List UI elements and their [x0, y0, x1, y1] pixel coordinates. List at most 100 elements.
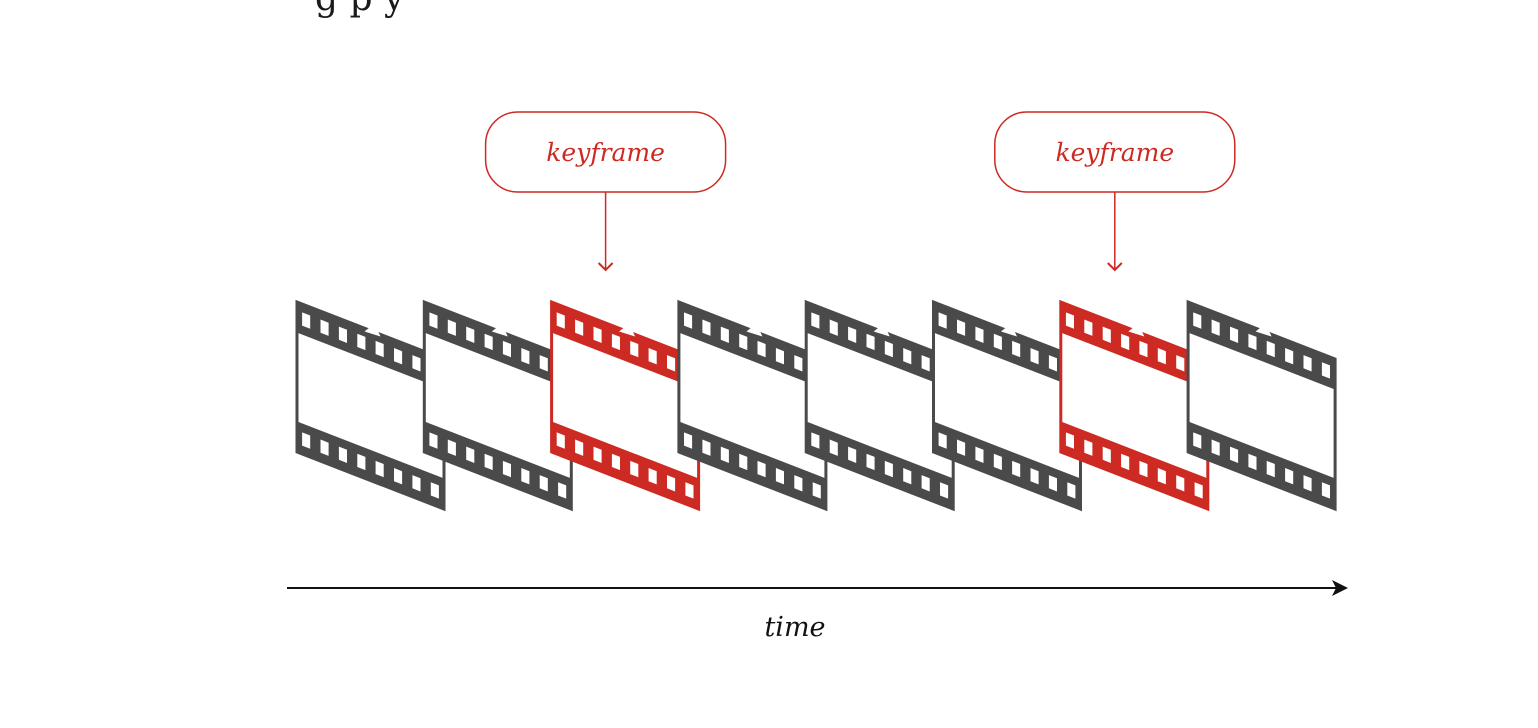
- sprocket-hole: [521, 468, 530, 485]
- keyframe-film-frame: [550, 299, 701, 512]
- sprocket-hole: [884, 460, 893, 478]
- sprocket-hole: [1065, 432, 1074, 449]
- sprocket-hole: [1266, 340, 1275, 358]
- film-notch: [1128, 323, 1145, 337]
- sprocket-hole: [921, 355, 930, 372]
- sprocket-hole: [1321, 362, 1330, 379]
- keyframe-callout: keyframe: [994, 111, 1236, 272]
- sprocket-hole: [720, 326, 729, 343]
- film-notch: [873, 323, 890, 337]
- sprocket-hole: [938, 312, 947, 329]
- sprocket-hole: [957, 439, 966, 456]
- sprocket-hole: [1157, 468, 1166, 485]
- sprocket-hole: [338, 446, 347, 463]
- film-notch: [746, 323, 763, 337]
- sprocket-hole: [484, 453, 493, 471]
- sprocket-hole: [447, 439, 456, 456]
- sprocket-hole: [575, 319, 584, 336]
- sprocket-hole: [957, 319, 966, 336]
- sprocket-hole: [921, 475, 930, 492]
- sprocket-hole: [1230, 326, 1239, 343]
- sprocket-hole: [1048, 475, 1057, 492]
- sprocket-hole: [811, 432, 820, 449]
- film-frame: [932, 299, 1082, 512]
- sprocket-hole: [1211, 319, 1220, 336]
- sprocket-hole: [430, 482, 439, 499]
- sprocket-hole: [320, 439, 329, 456]
- sprocket-hole: [1176, 475, 1185, 492]
- sprocket-hole: [1266, 460, 1275, 478]
- sprocket-hole: [539, 355, 548, 372]
- film-notch: [1001, 323, 1017, 337]
- sprocket-hole: [357, 453, 366, 471]
- film-frame: [1186, 299, 1337, 512]
- sprocket-hole: [575, 439, 584, 456]
- sprocket-hole: [811, 312, 820, 329]
- sprocket-hole: [1176, 355, 1185, 372]
- sprocket-strip-bottom: [1060, 421, 1209, 510]
- sprocket-hole: [739, 453, 748, 471]
- sprocket-hole: [466, 446, 475, 463]
- sprocket-hole: [975, 326, 984, 343]
- sprocket-hole: [938, 432, 947, 449]
- sprocket-hole: [684, 432, 693, 449]
- film-frame: [677, 299, 828, 512]
- sprocket-hole: [375, 460, 384, 478]
- sprocket-hole: [1303, 355, 1312, 372]
- sprocket-hole: [1139, 460, 1148, 478]
- film-notch: [364, 323, 381, 337]
- sprocket-hole: [903, 348, 912, 365]
- sprocket-hole: [975, 446, 984, 463]
- keyframe-callouts: keyframe keyframe: [484, 111, 1236, 272]
- sprocket-hole: [1285, 348, 1294, 365]
- sprocket-hole: [466, 326, 475, 343]
- sprocket-hole: [1193, 312, 1202, 329]
- sprocket-hole: [684, 312, 693, 329]
- sprocket-hole: [757, 340, 766, 358]
- sprocket-hole: [502, 340, 511, 358]
- sprocket-hole: [1030, 468, 1039, 485]
- sprocket-hole: [556, 312, 565, 329]
- sprocket-hole: [1048, 355, 1057, 372]
- sprocket-hole: [648, 468, 657, 485]
- sprocket-hole: [521, 348, 530, 365]
- sprocket-strip-bottom: [678, 421, 827, 510]
- sprocket-hole: [702, 319, 711, 336]
- sprocket-hole: [1030, 348, 1039, 365]
- sprocket-hole: [1193, 432, 1202, 449]
- sprocket-hole: [1211, 439, 1220, 456]
- sprocket-hole: [866, 333, 875, 351]
- sprocket-hole: [611, 453, 620, 471]
- sprocket-hole: [1067, 482, 1076, 499]
- sprocket-hole: [558, 482, 567, 499]
- sprocket-hole: [412, 475, 421, 492]
- sprocket-strip-bottom: [423, 421, 572, 510]
- sprocket-strip-top: [1187, 301, 1336, 390]
- sprocket-hole: [593, 326, 602, 343]
- sprocket-hole: [338, 326, 347, 343]
- cut-off-heading-text: g p y: [315, 0, 404, 19]
- sprocket-hole: [1084, 439, 1093, 456]
- time-axis: time: [287, 580, 1348, 643]
- sprocket-strip-bottom: [551, 421, 700, 510]
- sprocket-hole: [775, 348, 784, 365]
- sprocket-hole: [829, 319, 838, 336]
- sprocket-hole: [940, 482, 949, 499]
- sprocket-hole: [1157, 348, 1166, 365]
- sprocket-hole: [539, 475, 548, 492]
- film-frames: [295, 299, 1337, 512]
- sprocket-hole: [412, 355, 421, 372]
- keyframe-callout: keyframe: [484, 111, 727, 272]
- sprocket-hole: [667, 475, 676, 492]
- sprocket-hole: [429, 432, 438, 449]
- sprocket-hole: [702, 439, 711, 456]
- sprocket-hole: [848, 446, 857, 463]
- sprocket-hole: [611, 333, 620, 351]
- sprocket-strip-bottom: [296, 421, 445, 510]
- sprocket-hole: [903, 468, 912, 485]
- sprocket-hole: [794, 355, 803, 372]
- sprocket-strip-bottom: [805, 421, 954, 510]
- sprocket-hole: [302, 312, 311, 329]
